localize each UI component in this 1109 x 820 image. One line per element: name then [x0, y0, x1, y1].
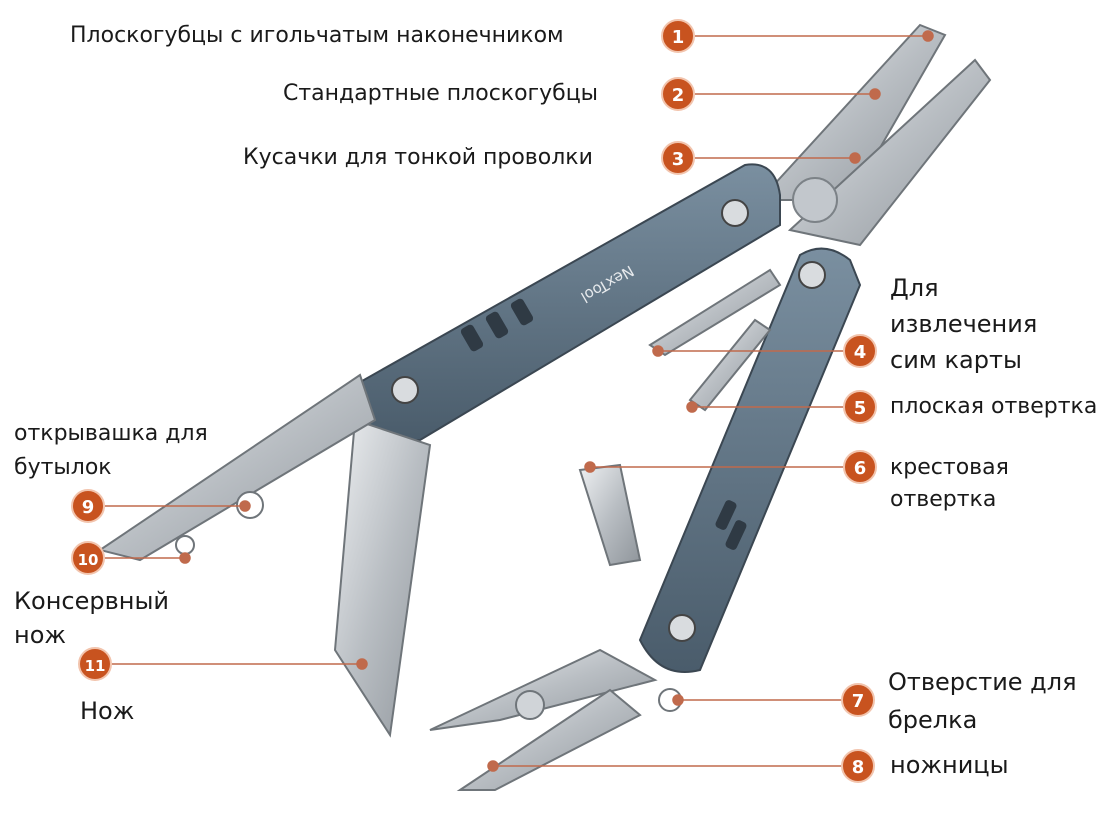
- plier-jaws: [757, 23, 992, 247]
- upper-handle: NexTool: [354, 163, 781, 442]
- label-can-opener: Консервный нож: [14, 587, 169, 649]
- label-standard-pliers: Стандартные плоскогубцы: [283, 81, 599, 106]
- label-knife: Нож: [80, 697, 135, 725]
- label-wire-cutters: Кусачки для тонкой проволки: [243, 145, 593, 170]
- label-sim-ejector: Для извлечения сим карты: [890, 274, 1038, 374]
- badge-8: 8: [841, 749, 875, 783]
- knife-blade: [333, 418, 432, 738]
- label-phillips-screwdriver: крестовая отвертка: [890, 455, 1009, 512]
- badge-3: 3: [661, 141, 695, 175]
- label-scissors: ножницы: [890, 751, 1009, 779]
- badge-1: 1: [661, 19, 695, 53]
- label-bottle-opener: открывашка для бутылок: [14, 421, 208, 480]
- badge-2: 2: [661, 77, 695, 111]
- label-keyring-hole: Отверстие для брелка: [888, 668, 1077, 734]
- label-flat-screwdriver: плоская отвертка: [890, 394, 1098, 419]
- badge-10: 10: [71, 541, 105, 575]
- label-needle-nose-pliers: Плоскогубцы с игольчатым наконечником: [70, 23, 564, 48]
- badge-6: 6: [843, 450, 877, 484]
- badge-9: 9: [71, 489, 105, 523]
- badge-4: 4: [843, 334, 877, 368]
- lower-handle: [638, 247, 862, 673]
- badge-5: 5: [843, 390, 877, 424]
- leader-lines: [105, 30, 934, 772]
- badge-7: 7: [841, 683, 875, 717]
- badge-11: 11: [78, 647, 112, 681]
- scissors: [429, 648, 682, 791]
